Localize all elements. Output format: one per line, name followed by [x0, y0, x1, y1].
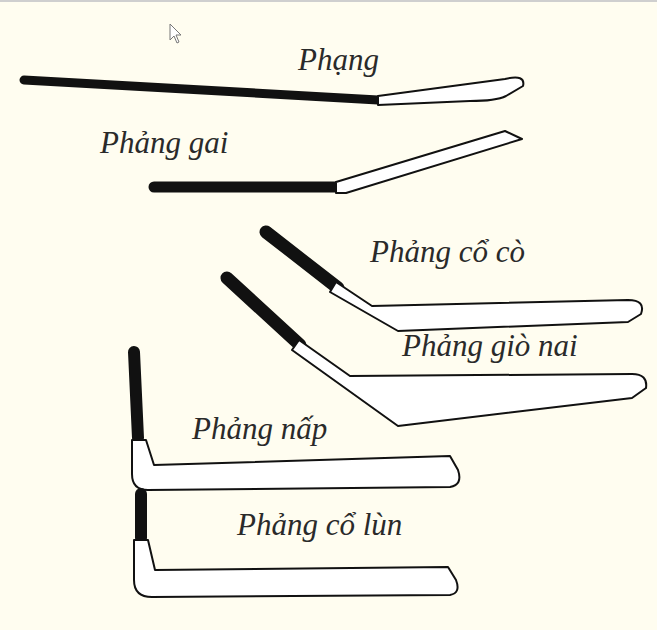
handle	[24, 80, 378, 100]
handle	[135, 494, 147, 538]
blade	[336, 131, 522, 193]
top-rule	[0, 0, 657, 2]
tool-name: Phảng cổ lùn	[237, 509, 402, 542]
blade	[378, 78, 523, 105]
blade	[132, 440, 459, 490]
blade	[134, 540, 458, 597]
tool-name: Phảng giò nai	[402, 330, 578, 363]
handle	[227, 278, 300, 345]
blade	[330, 282, 642, 331]
tool-name: Phảng cổ cò	[370, 236, 525, 269]
tool-name: Phảng nấp	[192, 413, 327, 446]
handle	[134, 352, 138, 438]
tool-name: Phạng	[298, 44, 379, 77]
handle	[266, 232, 338, 288]
handle	[154, 182, 336, 193]
mouse-cursor	[170, 24, 181, 43]
tool-name: Phảng gai	[100, 127, 228, 160]
